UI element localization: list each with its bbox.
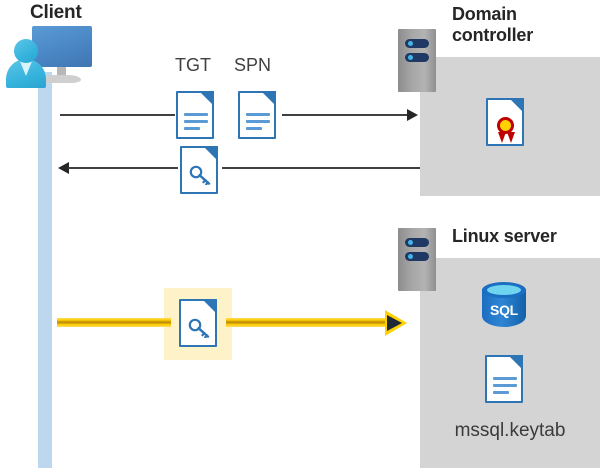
person-collar-shape bbox=[19, 59, 33, 76]
certificate-document-icon bbox=[486, 98, 524, 146]
certificate-ribbon-right bbox=[507, 132, 515, 143]
linux-server-icon bbox=[398, 228, 436, 291]
document-text-line bbox=[246, 113, 270, 116]
document-fold-corner bbox=[508, 355, 523, 370]
client-computer-user-icon bbox=[6, 26, 92, 88]
tgt-label: TGT bbox=[175, 55, 211, 75]
service-ticket-arrow-segment-right bbox=[226, 318, 386, 327]
monitor-neck-shape bbox=[57, 67, 66, 76]
keytab-filename-label: mssql.keytab bbox=[454, 420, 566, 441]
linux-server-label: Linux server bbox=[452, 226, 557, 246]
response-arrow-segment-right bbox=[222, 167, 420, 169]
server-led-bottom bbox=[408, 55, 413, 60]
document-text-line bbox=[184, 120, 208, 123]
domain-controller-label-line1: Domain bbox=[452, 4, 517, 24]
client-label: Client bbox=[30, 2, 82, 23]
sql-database-icon: SQL bbox=[482, 282, 526, 334]
domain-controller-server-icon bbox=[398, 29, 436, 92]
spn-label: SPN bbox=[234, 55, 272, 75]
request-arrow-segment-left bbox=[60, 114, 175, 116]
domain-controller-label-line2: controller bbox=[452, 25, 534, 46]
spn-document-icon bbox=[238, 91, 276, 139]
server-bar-top bbox=[405, 39, 429, 48]
monitor-base-shape bbox=[42, 75, 81, 83]
document-text-line bbox=[246, 120, 270, 123]
person-head-shape bbox=[14, 39, 38, 63]
document-fold-corner bbox=[199, 91, 214, 106]
request-arrow-segment-right bbox=[282, 114, 408, 116]
document-text-line bbox=[246, 127, 262, 130]
document-fold-corner bbox=[509, 98, 524, 113]
keytab-document-icon bbox=[485, 355, 523, 403]
certificate-seal bbox=[497, 117, 514, 134]
document-fold-corner bbox=[261, 91, 276, 106]
tgt-document-icon bbox=[176, 91, 214, 139]
service-ticket-arrow-segment-left bbox=[57, 318, 171, 327]
key-icon bbox=[189, 165, 213, 190]
sql-cylinder-top-inner bbox=[487, 285, 521, 295]
certificate-ribbon-left bbox=[498, 132, 506, 143]
server-bar-bottom bbox=[405, 252, 429, 261]
server-bar-bottom bbox=[405, 53, 429, 62]
response-arrow-segment-left bbox=[68, 167, 178, 169]
document-text-line bbox=[493, 377, 517, 380]
server-bar-top bbox=[405, 238, 429, 247]
server-led-top bbox=[408, 240, 413, 245]
response-arrowhead bbox=[58, 162, 69, 174]
service-ticket-key-document-icon bbox=[179, 299, 217, 347]
document-text-line bbox=[184, 127, 200, 130]
server-led-top bbox=[408, 41, 413, 46]
monitor-shape bbox=[32, 26, 92, 67]
document-text-line bbox=[184, 113, 208, 116]
service-ticket-arrowhead-inner bbox=[387, 315, 402, 331]
domain-controller-label: Domain controller bbox=[452, 4, 592, 46]
sql-label: SQL bbox=[490, 302, 518, 318]
document-fold-corner bbox=[202, 299, 217, 314]
client-lifeline bbox=[38, 72, 52, 468]
document-text-line bbox=[493, 391, 509, 394]
document-fold-corner bbox=[203, 146, 218, 161]
server-led-bottom bbox=[408, 254, 413, 259]
document-text-line bbox=[493, 384, 517, 387]
response-key-document-icon bbox=[180, 146, 218, 194]
request-arrowhead bbox=[407, 109, 418, 121]
key-icon bbox=[188, 318, 212, 343]
